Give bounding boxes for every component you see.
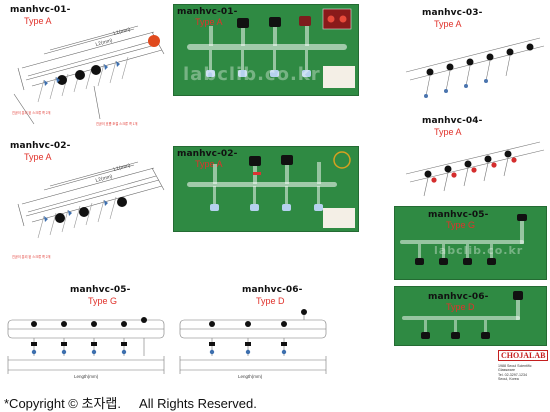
drawing-label-l2: L2(mm) — [95, 38, 114, 48]
copyright-notice: *Copyright © 초자랩. All Rights Reserved. — [4, 396, 257, 411]
manifold-technical-drawing: L1(mm) L2(mm) 진공이 분리 된 스크류 콕 2개 진공이 흐름 조… — [12, 25, 165, 126]
catalog-card-manhvc-06-drawing: manhvc-06- Type D Length(mm) — [176, 284, 334, 386]
product-type: Type A — [434, 127, 462, 137]
catalog-card-manhvc-04: manhvc-04- Type A — [400, 112, 548, 204]
product-type: Type D — [446, 302, 475, 312]
product-type: Type G — [88, 296, 118, 306]
product-type: Type A — [24, 152, 52, 162]
product-code: manhvc-06- — [242, 285, 303, 295]
drawing-label-length: Length(mm) — [74, 374, 99, 379]
product-type: Type A — [24, 16, 52, 26]
catalog-card-manhvc-05-photo: manhvc-05- Type G labclib.co.kr — [394, 206, 547, 280]
catalog-card-manhvc-02-drawing: manhvc-02- Type A L1(mm) L2(mm) 진공이 분리 된… — [4, 140, 172, 270]
catalog-card-manhvc-03: manhvc-03- Type A — [400, 4, 548, 108]
catalog-card-manhvc-05-drawing: manhvc-05- Type G Length(mm) — [4, 284, 170, 386]
product-code: manhvc-02- — [177, 149, 238, 159]
product-type: Type G — [446, 220, 476, 230]
manifold-illustration — [405, 37, 545, 98]
drawing-label-length: Length(mm) — [238, 374, 263, 379]
drawing-note: 진공이 분리 된 스크류 콕 2개 — [12, 254, 51, 259]
brand-info-line: Tel. 02-3297-1234 — [498, 372, 527, 377]
product-type: Type A — [195, 17, 223, 27]
manifold-photo — [402, 291, 523, 339]
product-type: Type D — [256, 296, 285, 306]
product-code: manhvc-01- — [177, 7, 238, 17]
product-code: manhvc-01- — [10, 5, 71, 15]
product-code: manhvc-05- — [70, 285, 131, 295]
product-type: Type A — [434, 19, 462, 29]
manifold-photo — [187, 151, 355, 228]
product-code: manhvc-04- — [422, 116, 483, 126]
catalog-card-manhvc-01-drawing: manhvc-01- Type A L1(mm) — [4, 4, 172, 134]
drawing-note: 진공이 분리 된 스크류 콕 2개 — [12, 110, 51, 115]
drawing-label-l1: L1(mm) — [113, 163, 132, 173]
brand-logo: CHOJALAB — [498, 350, 549, 361]
product-type: Type A — [195, 159, 223, 169]
drawing-note: 진공이 흐름 조절 스크류 콕 1개 — [96, 121, 137, 126]
product-code: manhvc-03- — [422, 8, 483, 18]
manifold-photo — [400, 214, 527, 265]
brand-info: 1988 Seoul Scientific Glassware Tel. 02-… — [498, 364, 548, 382]
manifold-technical-drawing: Length(mm) — [179, 309, 327, 379]
product-code: manhvc-06- — [428, 292, 489, 302]
catalog-card-manhvc-02-photo: manhvc-02- Type A — [173, 146, 359, 232]
drawing-label-l2: L2(mm) — [95, 174, 114, 184]
brand-block: CHOJALAB 1988 Seoul Scientific Glassware… — [498, 350, 549, 402]
drawing-label-l1: L1(mm) — [113, 27, 132, 37]
manifold-technical-drawing: Length(mm) — [7, 317, 165, 379]
manifold-photo — [187, 8, 355, 88]
brand-info-line: 1988 Seoul Scientific Glassware — [498, 364, 532, 373]
product-code: manhvc-05- — [428, 210, 489, 220]
watermark: labclib.co.kr — [434, 244, 524, 257]
catalog-card-manhvc-06-photo: manhvc-06- Type D — [394, 286, 547, 346]
watermark: labclib.co.kr — [183, 64, 321, 85]
product-code: manhvc-02- — [10, 141, 71, 151]
brand-info-line: Seoul, Korea — [498, 377, 519, 382]
manifold-illustration — [405, 141, 545, 197]
manifold-technical-drawing: L1(mm) L2(mm) 진공이 분리 된 스크류 콕 2개 — [12, 161, 165, 259]
catalog-card-manhvc-01-photo: manhvc-01- Type A labclib.co.kr — [173, 4, 359, 96]
